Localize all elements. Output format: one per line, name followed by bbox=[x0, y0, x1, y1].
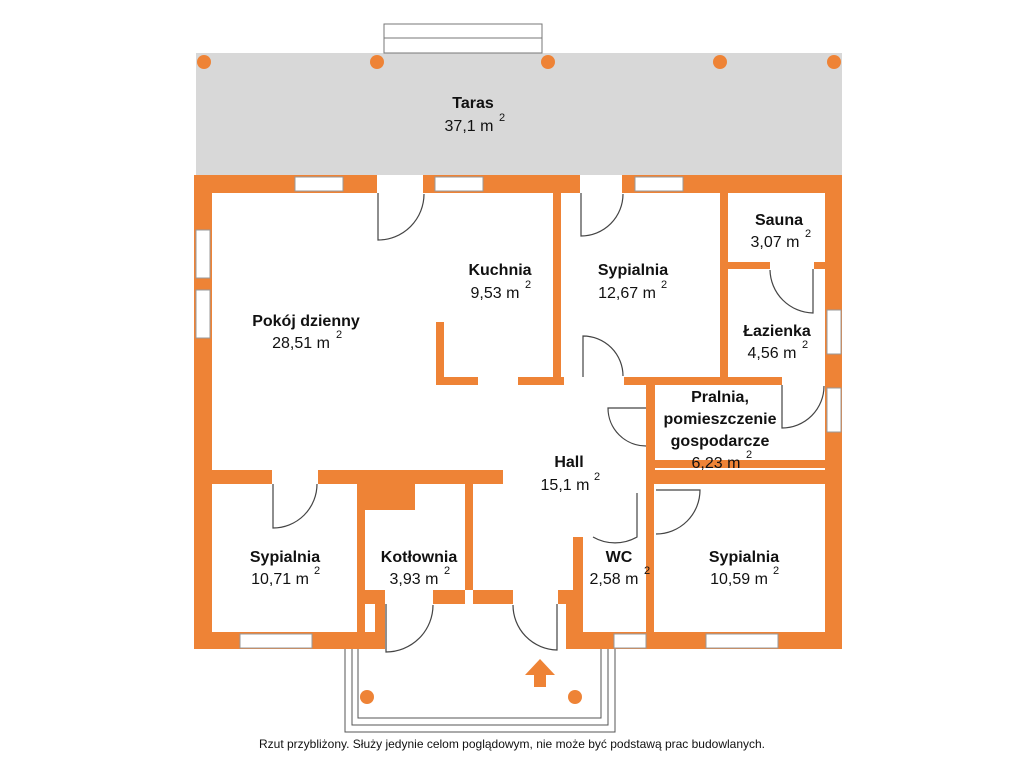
room-area: 37,1 m bbox=[445, 118, 494, 135]
room-pokoj-dzienny: Pokój dzienny 28,51 m 2 bbox=[252, 313, 360, 352]
door-swings bbox=[272, 193, 825, 653]
room-name: Pokój dzienny bbox=[252, 313, 360, 330]
terrace-area bbox=[196, 53, 842, 175]
room-wc: WC 2,58 m 2 bbox=[590, 549, 651, 588]
room-name: Sypialnia bbox=[598, 262, 668, 279]
room-area: 9,53 m bbox=[471, 285, 520, 302]
disclaimer-note: Rzut przybliżony. Służy jedynie celom po… bbox=[258, 737, 766, 751]
unit-superscript: 2 bbox=[336, 329, 342, 341]
door-openings bbox=[272, 175, 814, 604]
porch-post bbox=[360, 690, 374, 704]
room-area: 12,67 m bbox=[598, 285, 656, 302]
entrance-arrow bbox=[525, 659, 555, 687]
room-sypialnia-1: Sypialnia 12,67 m 2 bbox=[598, 262, 668, 302]
room-kotlownia: Kotłownia 3,93 m 2 bbox=[381, 549, 458, 588]
room-name: Hall bbox=[554, 454, 583, 471]
unit-superscript: 2 bbox=[661, 279, 667, 291]
unit-superscript: 2 bbox=[746, 449, 752, 461]
room-sauna: Sauna 3,07 m 2 bbox=[751, 212, 812, 251]
room-hall: Hall 15,1 m 2 bbox=[541, 454, 601, 494]
room-name: pomieszczenie bbox=[664, 411, 777, 428]
unit-superscript: 2 bbox=[773, 565, 779, 577]
room-area: 3,93 m bbox=[390, 571, 439, 588]
room-area: 10,59 m bbox=[710, 571, 768, 588]
room-name: gospodarcze bbox=[671, 433, 770, 450]
room-lazienka: Łazienka 4,56 m 2 bbox=[743, 323, 811, 362]
room-name: Taras bbox=[452, 95, 494, 112]
unit-superscript: 2 bbox=[499, 112, 505, 124]
room-name: WC bbox=[606, 549, 633, 566]
room-name: Sypialnia bbox=[709, 549, 779, 566]
entrance-porch bbox=[344, 649, 616, 733]
room-area: 10,71 m bbox=[251, 571, 309, 588]
room-area: 4,56 m bbox=[748, 345, 797, 362]
room-area: 2,58 m bbox=[590, 571, 639, 588]
room-name: Kotłownia bbox=[381, 549, 458, 566]
room-sypialnia-2: Sypialnia 10,71 m 2 bbox=[250, 549, 320, 588]
room-area: 6,23 m bbox=[692, 455, 741, 472]
room-sypialnia-3: Sypialnia 10,59 m 2 bbox=[709, 549, 779, 588]
unit-superscript: 2 bbox=[805, 228, 811, 240]
room-name: Pralnia, bbox=[691, 389, 749, 406]
room-name: Łazienka bbox=[743, 323, 811, 340]
terrace-posts bbox=[197, 55, 841, 69]
unit-superscript: 2 bbox=[525, 279, 531, 291]
room-name: Sypialnia bbox=[250, 549, 320, 566]
room-name: Sauna bbox=[755, 212, 803, 229]
porch-post bbox=[568, 690, 582, 704]
room-taras: Taras 37,1 m 2 bbox=[445, 95, 506, 135]
room-name: Kuchnia bbox=[468, 262, 531, 279]
unit-superscript: 2 bbox=[802, 339, 808, 351]
unit-superscript: 2 bbox=[444, 565, 450, 577]
room-area: 28,51 m bbox=[272, 335, 330, 352]
room-pralnia: Pralnia, pomieszczenie gospodarcze 6,23 … bbox=[664, 389, 777, 472]
windows bbox=[195, 176, 842, 649]
unit-superscript: 2 bbox=[594, 471, 600, 483]
room-area: 15,1 m bbox=[541, 477, 590, 494]
unit-superscript: 2 bbox=[314, 565, 320, 577]
room-area: 3,07 m bbox=[751, 234, 800, 251]
unit-superscript: 2 bbox=[644, 565, 650, 577]
room-kuchnia: Kuchnia 9,53 m 2 bbox=[468, 262, 531, 302]
